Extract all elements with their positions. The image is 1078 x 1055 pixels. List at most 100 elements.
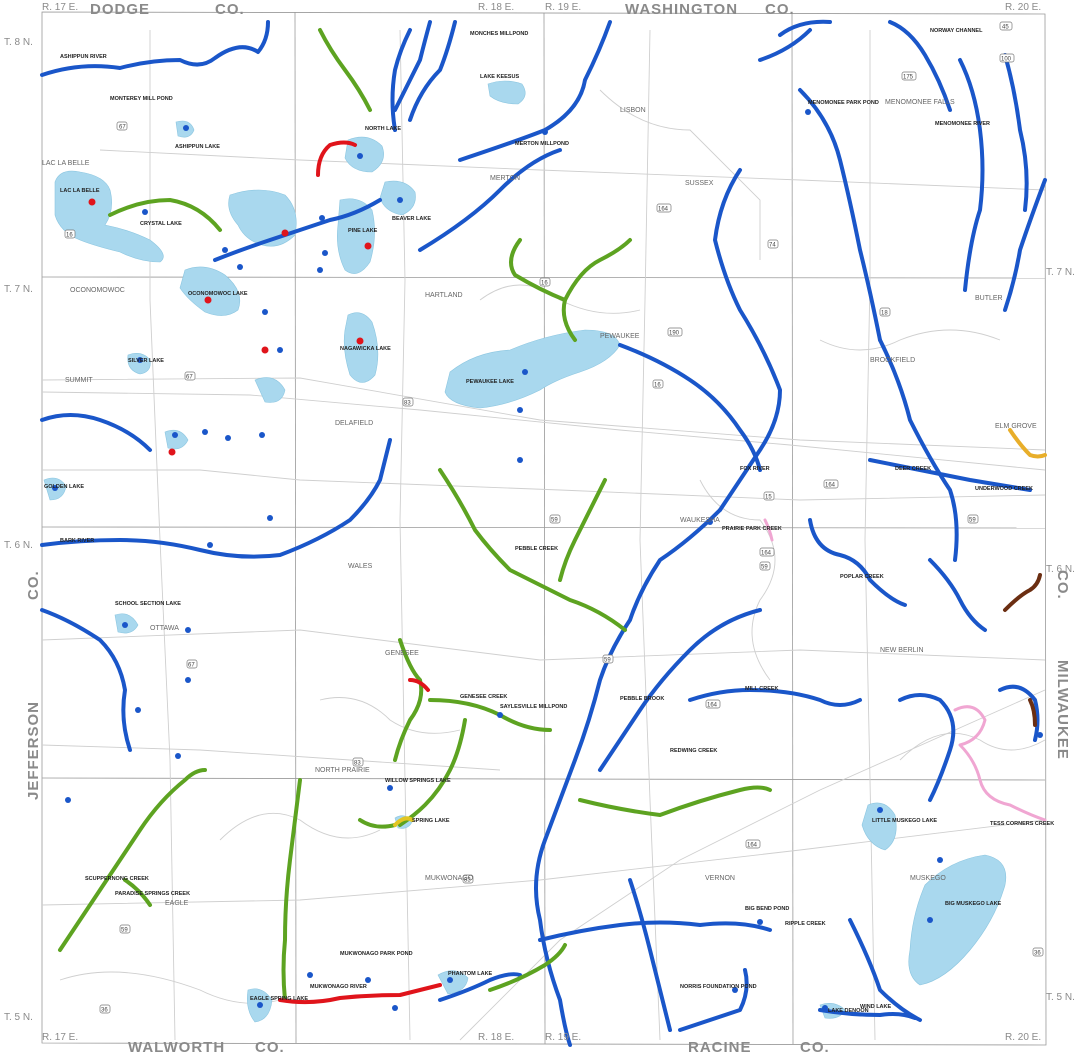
la-belle-creek (108, 198, 222, 232)
oconomowoc-lake (179, 266, 241, 316)
svg-text:UNDERWOOD CREEK: UNDERWOOD CREEK (975, 486, 1033, 492)
svg-text:SPRING LAKE: SPRING LAKE (412, 818, 450, 824)
svg-text:190: 190 (669, 331, 680, 337)
svg-text:T. 7 N.: T. 7 N. (4, 284, 33, 295)
svg-text:HARTLAND: HARTLAND (425, 292, 463, 299)
pebble-brook (598, 608, 762, 772)
svg-text:WIND LAKE: WIND LAKE (860, 1004, 891, 1010)
monches-branch (390, 28, 412, 132)
svg-text:SCHOOL SECTION LAKE: SCHOOL SECTION LAKE (115, 601, 181, 607)
svg-text:SCUPPERNONG CREEK: SCUPPERNONG CREEK (85, 876, 149, 882)
svg-text:GOLDEN LAKE: GOLDEN LAKE (44, 484, 84, 490)
butler-branch-1 (958, 58, 985, 292)
svg-text:164: 164 (825, 483, 836, 489)
svg-text:MUSKEGO: MUSKEGO (910, 875, 946, 882)
svg-text:SUMMIT: SUMMIT (65, 377, 93, 384)
genesee-main (393, 638, 424, 762)
scuppernong-creek (40, 608, 132, 752)
svg-text:PRAIRIE PARK CREEK: PRAIRIE PARK CREEK (722, 526, 782, 532)
spring-lake-yellow (393, 816, 414, 827)
svg-text:PEWAUKEE LAKE: PEWAUKEE LAKE (466, 379, 514, 385)
svg-text:PARADISE SPRINGS CREEK: PARADISE SPRINGS CREEK (115, 891, 190, 897)
washington-county-co: CO. (765, 1, 795, 18)
svg-text:164: 164 (658, 207, 669, 213)
svg-text:DEER CREEK: DEER CREEK (895, 466, 931, 472)
svg-text:GENESEE: GENESEE (385, 650, 419, 657)
pewaukee-north-branch (561, 298, 577, 342)
streams-other (393, 428, 1047, 827)
svg-text:MONCHES MILLPOND: MONCHES MILLPOND (470, 31, 528, 37)
walworth-county-label: WALWORTH (128, 1039, 225, 1055)
lake-keesus (487, 80, 526, 105)
paradise-springs-creek (123, 878, 152, 907)
hales-corners-brown (1028, 698, 1037, 727)
water-labels: ASHIPPUN RIVER MONTEREY MILL POND ASHIPP… (44, 28, 1054, 1014)
bark-river-main (458, 20, 612, 162)
muskego-canal (848, 918, 922, 1022)
svg-text:PINE LAKE: PINE LAKE (348, 228, 378, 234)
svg-text:LAC LA BELLE: LAC LA BELLE (42, 160, 90, 167)
svg-text:RIPPLE CREEK: RIPPLE CREEK (785, 921, 826, 927)
svg-text:ELM GROVE: ELM GROVE (995, 423, 1037, 430)
silver-lake (127, 353, 151, 375)
racine-county-co: CO. (800, 1039, 830, 1055)
svg-text:R. 20 E.: R. 20 E. (1005, 2, 1041, 13)
range-labels: R. 17 E. R. 18 E. R. 19 E. R. 20 E. R. 1… (4, 2, 1075, 1043)
svg-text:LAKE KEESUS: LAKE KEESUS (480, 74, 519, 80)
svg-text:PHANTOM LAKE: PHANTOM LAKE (448, 971, 493, 977)
bark-river-east (418, 148, 562, 252)
menomonee-south (878, 338, 959, 562)
svg-text:FOX RIVER: FOX RIVER (740, 466, 770, 472)
walworth-county-co: CO. (255, 1039, 285, 1055)
svg-text:SUSSEX: SUSSEX (685, 180, 714, 187)
svg-text:OCONOMOWOC: OCONOMOWOC (70, 287, 125, 294)
menomonee-river (758, 19, 832, 62)
svg-text:BIG MUSKEGO LAKE: BIG MUSKEGO LAKE (945, 901, 1002, 907)
oconomowoc-red-segment (316, 140, 357, 177)
nagawicka-lake (343, 312, 379, 383)
svg-text:MERTON: MERTON (490, 175, 520, 182)
svg-text:59: 59 (551, 518, 558, 524)
svg-text:67: 67 (188, 663, 195, 669)
washington-county-label: WASHINGTON (625, 1, 738, 18)
dodge-county-label: DODGE (90, 1, 150, 18)
svg-text:18: 18 (881, 311, 888, 317)
svg-text:16: 16 (654, 383, 661, 389)
genesee-creek (438, 468, 627, 632)
jefferson-county-label: JEFFERSON (25, 701, 42, 800)
mill-creek (688, 688, 862, 707)
menomonee-upstream (798, 88, 882, 342)
lilly-creek (1003, 178, 1047, 312)
svg-text:67: 67 (186, 375, 193, 381)
fox-river-main (534, 508, 722, 1047)
svg-text:LAKE DENOON: LAKE DENOON (828, 1008, 869, 1014)
sussex-fox (713, 168, 782, 512)
svg-text:T. 6 N.: T. 6 N. (1046, 564, 1075, 575)
svg-text:175: 175 (903, 75, 914, 81)
svg-text:LISBON: LISBON (620, 107, 646, 114)
svg-text:R. 18 E.: R. 18 E. (478, 2, 514, 13)
lake-dots (52, 109, 1043, 1011)
phantom-lake (437, 970, 469, 995)
hales-corners-creek (998, 684, 1040, 742)
svg-text:SILVER LAKE: SILVER LAKE (128, 358, 164, 364)
svg-text:MUKWONAGO RIVER: MUKWONAGO RIVER (310, 984, 367, 990)
svg-text:BIG BEND POND: BIG BEND POND (745, 906, 789, 912)
svg-text:EAGLE: EAGLE (165, 900, 189, 907)
big-muskego-lake (908, 854, 1007, 986)
pewaukee-lake (444, 329, 621, 409)
svg-text:WILLOW SPRINGS LAKE: WILLOW SPRINGS LAKE (385, 778, 451, 784)
svg-text:ASHIPPUN LAKE: ASHIPPUN LAKE (175, 144, 220, 150)
muskego-inlet (898, 693, 956, 802)
poplar-creek (808, 518, 907, 607)
svg-text:MENOMONEE PARK POND: MENOMONEE PARK POND (808, 100, 879, 106)
wind-lake-drainage (818, 1008, 917, 1020)
svg-text:NORRIS FOUNDATION POND: NORRIS FOUNDATION POND (680, 984, 757, 990)
svg-text:GENESEE CREEK: GENESEE CREEK (460, 694, 507, 700)
svg-text:R. 17 E.: R. 17 E. (42, 1032, 78, 1043)
svg-text:EAGLE SPRING LAKE: EAGLE SPRING LAKE (250, 996, 308, 1002)
rubicon-creek (318, 28, 372, 112)
highway-shields: 67 45 100 175 164 74 18 16 16 190 67 83 … (64, 21, 1044, 1014)
upper-nemahbin-lakes (254, 377, 286, 403)
